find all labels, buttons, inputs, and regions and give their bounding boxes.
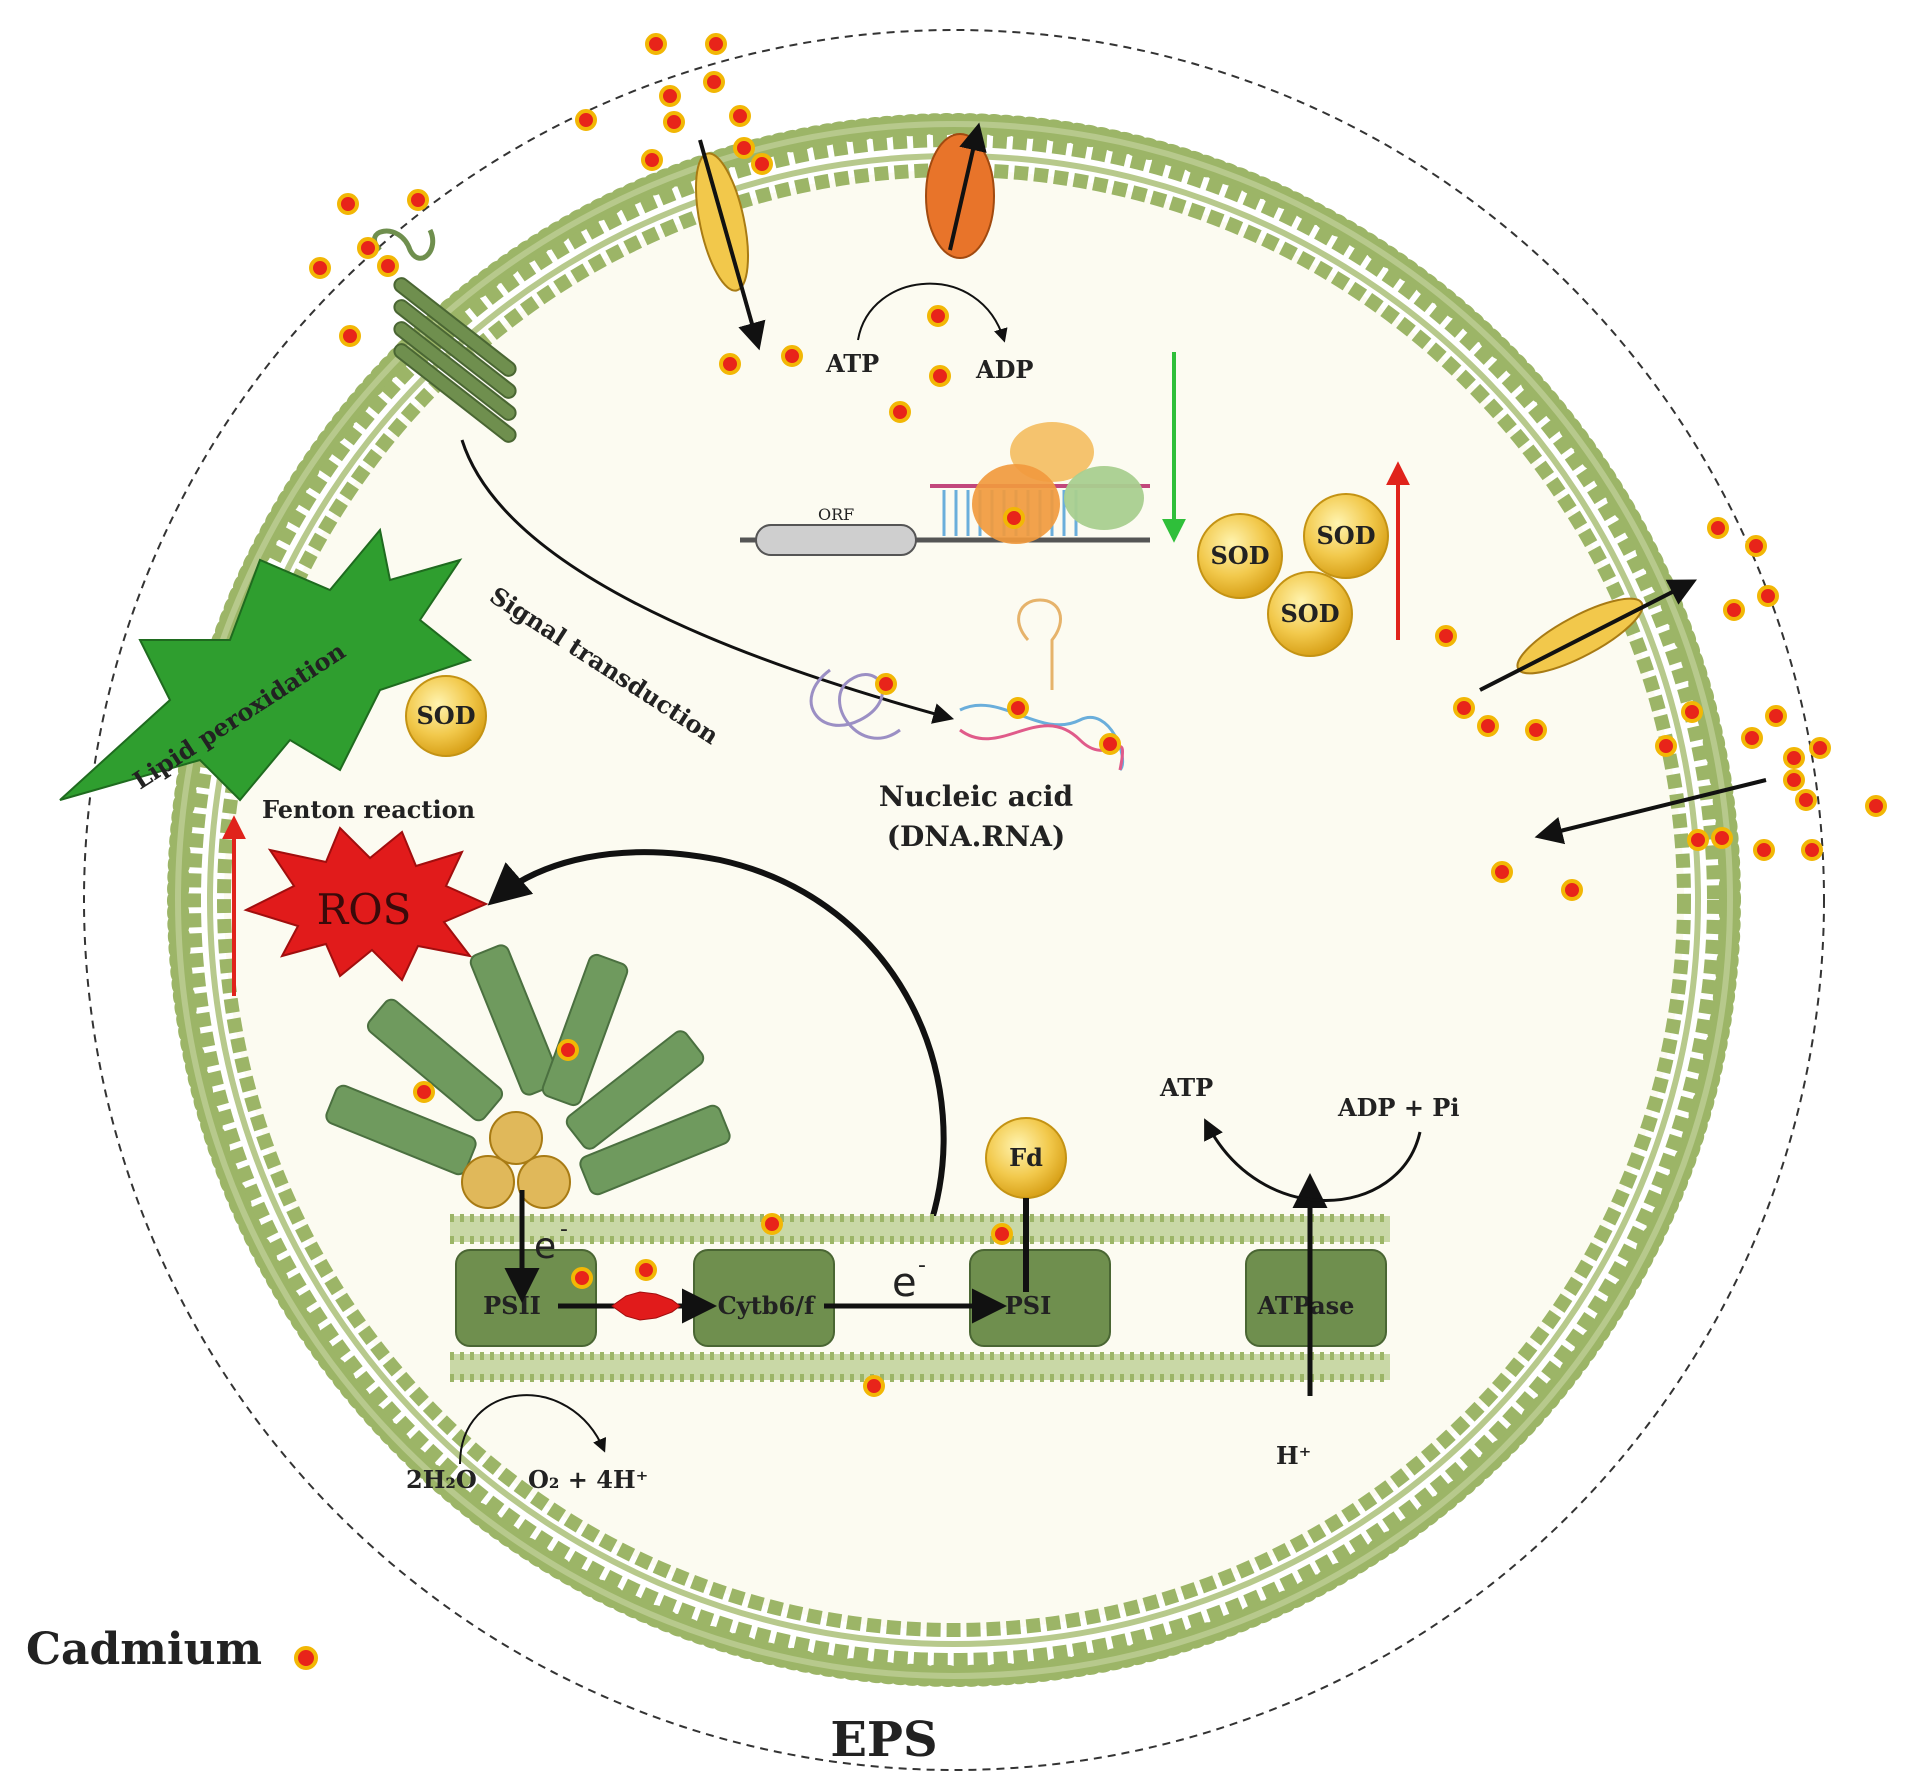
nucleic-acid-label-line2: (DNA.RNA): [887, 820, 1065, 853]
electron-leak-arrow: [487, 849, 947, 1233]
sod-label-left: SOD: [416, 701, 475, 730]
adp-to-atp-arrow: [1204, 1118, 1422, 1202]
atp-adp-arrow-top: [857, 282, 1008, 343]
electron-block-burst: [611, 1291, 681, 1321]
sod-label-2: SOD: [1316, 521, 1375, 550]
atpase-complex: [1245, 1249, 1387, 1347]
cytb6f-label: Cytb6/f: [718, 1291, 816, 1320]
fd-label: Fd: [1009, 1143, 1043, 1172]
proton-label: H⁺: [1276, 1441, 1311, 1470]
electron-sup-2: -: [918, 1253, 926, 1278]
sod-left: [405, 675, 487, 757]
efflux-pump: [925, 122, 995, 259]
eps-boundary: [83, 29, 1825, 1771]
psii-label: PSII: [483, 1291, 541, 1320]
water-label: 2H₂O: [406, 1465, 477, 1494]
atp-label-top: ATP: [825, 349, 879, 378]
ros-burst: [243, 826, 489, 982]
nucleic-acid-label-line1: Nucleic acid: [879, 780, 1073, 813]
adp-pi-label: ADP + Pi: [1337, 1093, 1459, 1122]
orf-label: ORF: [818, 505, 854, 524]
cadmium-legend-dot: [294, 1646, 318, 1670]
electron-label-2: e: [892, 1260, 917, 1306]
light-harvesting-antenna: [325, 944, 731, 1209]
sod-label-1: SOD: [1210, 541, 1269, 570]
membrane-receptor: [372, 228, 517, 443]
oxygen-label: O₂ + 4H⁺: [528, 1465, 648, 1494]
signal-transduction-arrow: [460, 439, 955, 724]
cadmium-ions: [309, 33, 1887, 1397]
electron-sup-1: -: [560, 1217, 568, 1242]
gene-transcription-complex: ORF: [740, 422, 1150, 556]
influx-arrow-right: [1534, 778, 1767, 845]
sod-cluster: SOD SOD SOD: [1197, 493, 1389, 657]
lipid-peroxidation-burst: [59, 527, 473, 802]
efflux-transporter-right: [1479, 579, 1697, 692]
thylakoid-membrane: [450, 1214, 1390, 1382]
influx-transporter: [695, 139, 766, 351]
atp-label-bottom: ATP: [1159, 1073, 1213, 1102]
water-splitting-arrow: [459, 1394, 607, 1465]
adp-label-top: ADP: [975, 355, 1033, 384]
cadmium-legend-label: Cadmium: [26, 1624, 262, 1675]
fenton-reaction-label: Fenton reaction: [262, 795, 475, 824]
electron-label-1: e: [534, 1226, 556, 1267]
sod-label-3: SOD: [1280, 599, 1339, 628]
eps-label: EPS: [830, 1712, 937, 1768]
psi-label: PSI: [1005, 1291, 1052, 1320]
atpase-label: ATPase: [1257, 1291, 1355, 1320]
ros-label: ROS: [317, 885, 412, 934]
